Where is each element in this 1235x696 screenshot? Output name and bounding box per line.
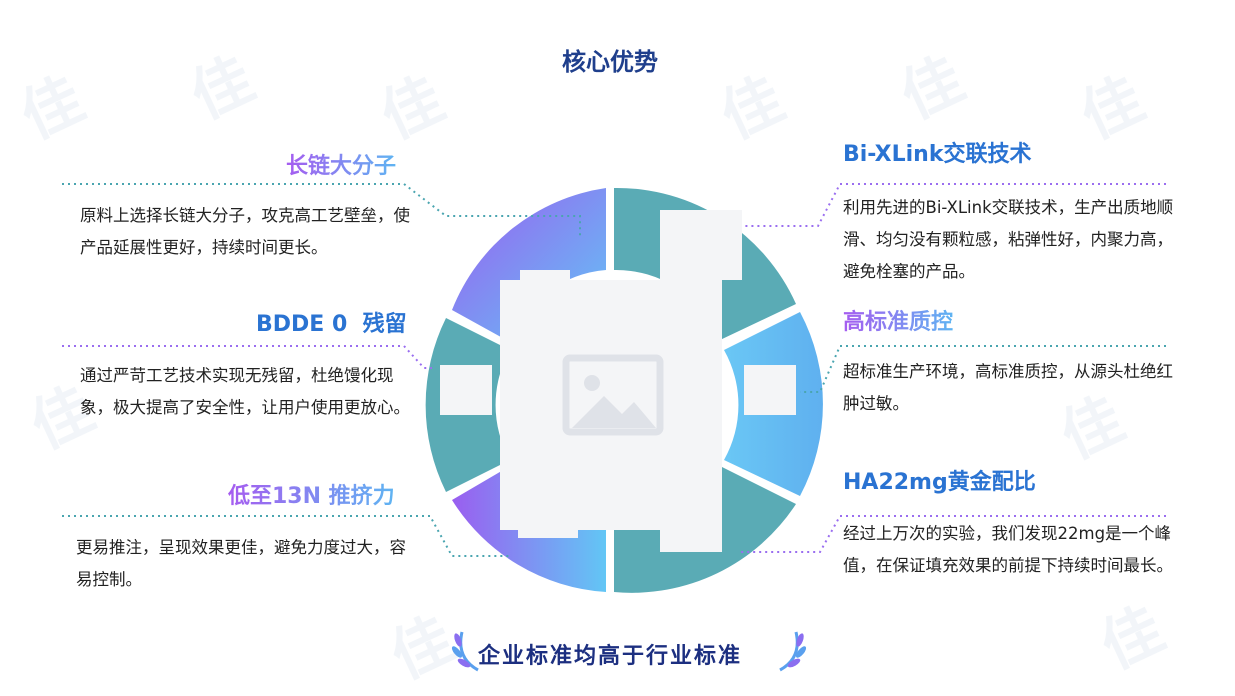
connector-left-1 bbox=[62, 183, 581, 236]
footer-badge: 企业标准均高于行业标准 bbox=[0, 631, 1235, 676]
connector-right-3 bbox=[740, 515, 1166, 553]
laurel-left-icon bbox=[451, 631, 479, 672]
image-placeholder-icon bbox=[562, 354, 664, 436]
connector-right-2 bbox=[800, 345, 1166, 393]
footer-text: 企业标准均高于行业标准 bbox=[478, 644, 743, 669]
feature-heading-ha22mg: HA22mg黄金配比 bbox=[843, 470, 1036, 495]
feature-heading-quality: 高标准质控 bbox=[843, 304, 953, 336]
laurel-right-icon bbox=[779, 631, 807, 672]
feature-heading-bixlink: Bi-XLink交联技术 bbox=[843, 142, 1032, 167]
feature-text-bdde: 通过严苛工艺技术实现无残留，杜绝馒化现象，极大提高了安全性，让用户使用更放心。 bbox=[80, 366, 410, 417]
feature-text-bixlink: 利用先进的Bi-XLink交联技术，生产出质地顺滑、均匀没有颗粒感，粘弹性好，内… bbox=[843, 198, 1174, 281]
feature-text-push-force: 更易推注，呈现效果更佳，避免力度过大，容易控制。 bbox=[76, 538, 406, 589]
connector-left-3 bbox=[62, 515, 510, 557]
feature-text-ha22mg: 经过上万次的实验，我们发现22mg是一个峰值，在保证填充效果的前提下持续时间最长… bbox=[843, 524, 1173, 575]
connector-right-1 bbox=[744, 183, 1166, 227]
feature-heading-bdde: BDDE 0 残留 bbox=[256, 312, 407, 337]
sector-top-left bbox=[452, 188, 606, 342]
page-title: 核心优势 bbox=[562, 48, 658, 76]
feature-text-quality: 超标准生产环境，高标准质控，从源头杜绝红肿过敏。 bbox=[843, 362, 1173, 413]
center-diagram bbox=[62, 183, 1166, 593]
feature-text-long-chain: 原料上选择长链大分子，攻克高工艺壁垒，使产品延展性更好，持续时间更长。 bbox=[80, 206, 410, 257]
feature-heading-long-chain: 长链大分子 bbox=[286, 148, 396, 180]
feature-heading-push-force: 低至13N 推挤力 bbox=[228, 478, 395, 510]
